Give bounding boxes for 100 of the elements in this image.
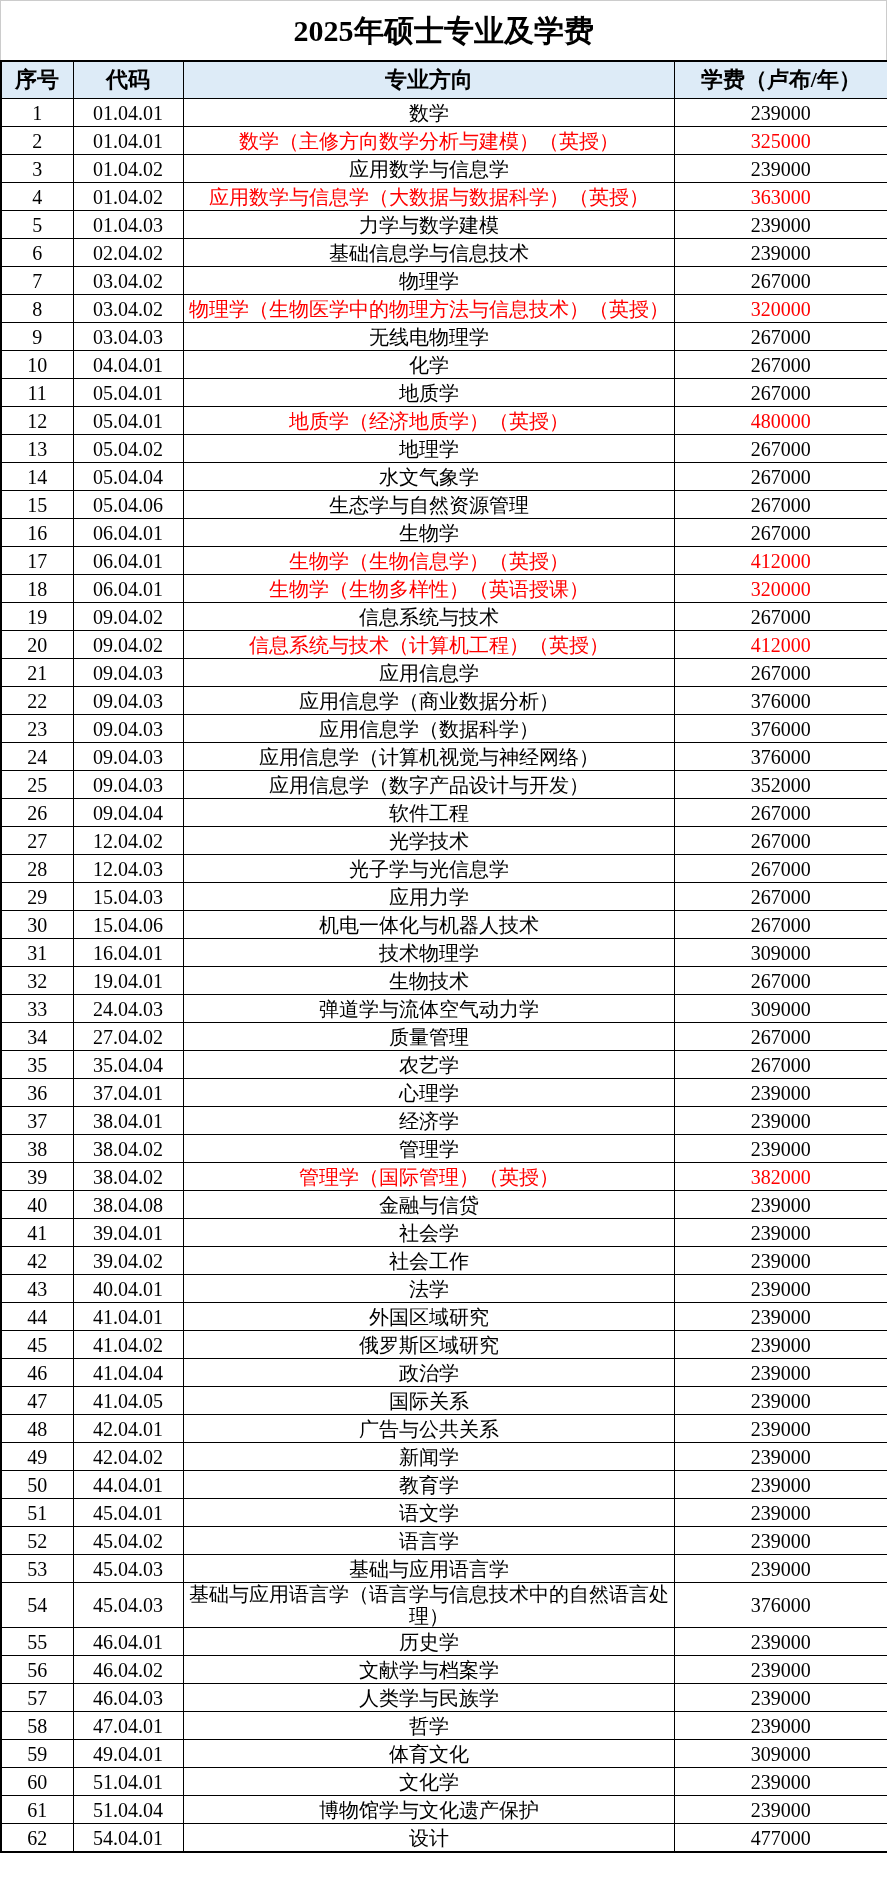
- row-number: 2: [1, 126, 73, 155]
- program-code: 39.04.01: [73, 1218, 183, 1247]
- row-number: 4: [1, 182, 73, 211]
- program-code: 15.04.06: [73, 910, 183, 939]
- program-code: 03.04.02: [73, 266, 183, 295]
- row-number: 55: [1, 1627, 73, 1656]
- table-title: 2025年硕士专业及学费: [0, 0, 887, 60]
- program-code: 03.04.02: [73, 294, 183, 323]
- row-number: 46: [1, 1358, 73, 1387]
- row-number: 38: [1, 1134, 73, 1163]
- program-name: 管理学: [183, 1134, 674, 1163]
- program-code: 41.04.04: [73, 1358, 183, 1387]
- row-number: 3: [1, 154, 73, 183]
- program-code: 04.04.01: [73, 350, 183, 379]
- row-number: 52: [1, 1526, 73, 1555]
- row-number: 25: [1, 770, 73, 799]
- row-number: 1: [1, 98, 73, 127]
- program-name: 力学与数学建模: [183, 210, 674, 239]
- program-name: 政治学: [183, 1358, 674, 1387]
- program-name: 数学: [183, 98, 674, 127]
- column-header: 学费（卢布/年）: [674, 61, 887, 99]
- row-number: 54: [1, 1582, 73, 1628]
- program-code: 09.04.03: [73, 714, 183, 743]
- program-name: 机电一体化与机器人技术: [183, 910, 674, 939]
- program-name: 应用信息学（计算机视觉与神经网络）: [183, 742, 674, 771]
- program-name: 质量管理: [183, 1022, 674, 1051]
- program-code: 19.04.01: [73, 966, 183, 995]
- program-name: 无线电物理学: [183, 322, 674, 351]
- program-code: 42.04.02: [73, 1442, 183, 1471]
- program-name: 教育学: [183, 1470, 674, 1499]
- program-code: 12.04.02: [73, 826, 183, 855]
- program-name: 农艺学: [183, 1050, 674, 1079]
- program-name: 应用信息学（数据科学）: [183, 714, 674, 743]
- program-code: 01.04.01: [73, 126, 183, 155]
- program-name: 基础与应用语言学（语言学与信息技术中的自然语言处理）: [183, 1582, 674, 1628]
- row-number: 10: [1, 350, 73, 379]
- program-code: 45.04.03: [73, 1554, 183, 1583]
- program-name: 应用信息学（商业数据分析）: [183, 686, 674, 715]
- row-number: 13: [1, 434, 73, 463]
- row-number: 11: [1, 378, 73, 407]
- row-number: 45: [1, 1330, 73, 1359]
- program-name: 社会学: [183, 1218, 674, 1247]
- program-name: 生物学（生物信息学）（英授）: [183, 546, 674, 575]
- row-number: 35: [1, 1050, 73, 1079]
- row-number: 51: [1, 1498, 73, 1527]
- program-name: 生物学（生物多样性）（英语授课）: [183, 574, 674, 603]
- program-name: 生物学: [183, 518, 674, 547]
- program-name: 光学技术: [183, 826, 674, 855]
- program-name: 地质学: [183, 378, 674, 407]
- program-name: 软件工程: [183, 798, 674, 827]
- row-number: 22: [1, 686, 73, 715]
- program-name: 数学（主修方向数学分析与建模）（英授）: [183, 126, 674, 155]
- program-code: 01.04.02: [73, 154, 183, 183]
- row-number: 50: [1, 1470, 73, 1499]
- row-number: 26: [1, 798, 73, 827]
- program-name: 历史学: [183, 1627, 674, 1656]
- row-number: 44: [1, 1302, 73, 1331]
- row-number: 57: [1, 1683, 73, 1712]
- program-name: 生态学与自然资源管理: [183, 490, 674, 519]
- row-number: 8: [1, 294, 73, 323]
- program-name: 应用信息学: [183, 658, 674, 687]
- row-number: 27: [1, 826, 73, 855]
- program-code: 38.04.02: [73, 1162, 183, 1191]
- program-code: 05.04.01: [73, 378, 183, 407]
- program-name: 体育文化: [183, 1739, 674, 1768]
- row-number: 60: [1, 1767, 73, 1796]
- program-name: 广告与公共关系: [183, 1414, 674, 1443]
- program-code: 41.04.05: [73, 1386, 183, 1415]
- program-code: 46.04.02: [73, 1655, 183, 1684]
- row-number: 36: [1, 1078, 73, 1107]
- row-number: 49: [1, 1442, 73, 1471]
- program-name: 应用数学与信息学: [183, 154, 674, 183]
- row-number: 43: [1, 1274, 73, 1303]
- program-code: 09.04.03: [73, 770, 183, 799]
- program-name: 信息系统与技术（计算机工程）（英授）: [183, 630, 674, 659]
- program-code: 09.04.04: [73, 798, 183, 827]
- program-code: 09.04.02: [73, 630, 183, 659]
- program-code: 38.04.01: [73, 1106, 183, 1135]
- row-number: 29: [1, 882, 73, 911]
- row-number: 58: [1, 1711, 73, 1740]
- program-code: 35.04.04: [73, 1050, 183, 1079]
- row-number: 42: [1, 1246, 73, 1275]
- program-code: 42.04.01: [73, 1414, 183, 1443]
- row-number: 34: [1, 1022, 73, 1051]
- program-name: 水文气象学: [183, 462, 674, 491]
- program-name: 应用力学: [183, 882, 674, 911]
- program-name: 基础与应用语言学: [183, 1554, 674, 1583]
- program-name: 博物馆学与文化遗产保护: [183, 1795, 674, 1824]
- program-code: 49.04.01: [73, 1739, 183, 1768]
- row-number: 9: [1, 322, 73, 351]
- program-code: 41.04.02: [73, 1330, 183, 1359]
- program-code: 47.04.01: [73, 1711, 183, 1740]
- program-code: 51.04.04: [73, 1795, 183, 1824]
- row-number: 12: [1, 406, 73, 435]
- program-name: 弹道学与流体空气动力学: [183, 994, 674, 1023]
- column-header: 代码: [73, 61, 183, 99]
- program-code: 05.04.06: [73, 490, 183, 519]
- program-code: 39.04.02: [73, 1246, 183, 1275]
- program-code: 27.04.02: [73, 1022, 183, 1051]
- row-number: 37: [1, 1106, 73, 1135]
